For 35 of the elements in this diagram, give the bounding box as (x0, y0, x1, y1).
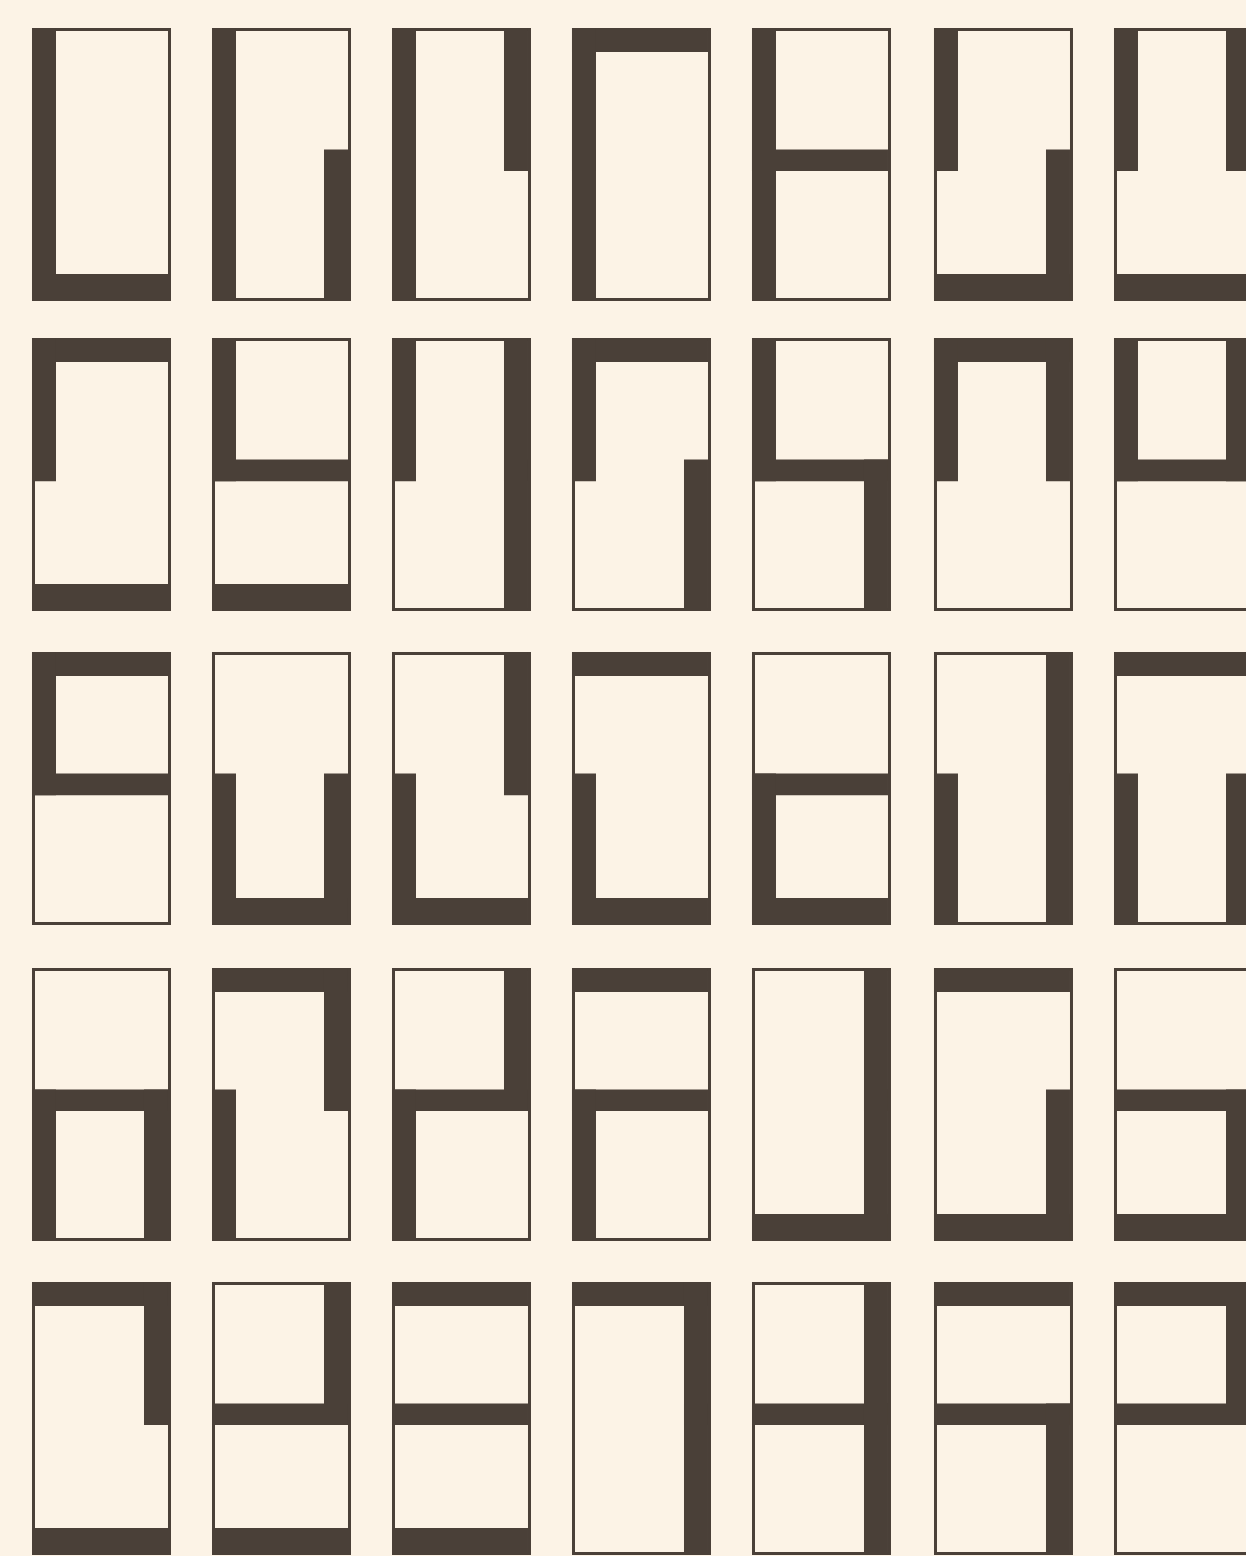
segment-box (1114, 1282, 1246, 1555)
segment-box (934, 338, 1073, 611)
segment-box (392, 338, 531, 611)
segment-box (752, 1282, 891, 1555)
segment-box (572, 338, 711, 611)
segment-box (1114, 338, 1246, 611)
segment-box (32, 28, 171, 301)
segment-box (212, 28, 351, 301)
segment-box (1114, 968, 1246, 1241)
segment-box (392, 968, 531, 1241)
segment-box (752, 652, 891, 925)
segment-box (1114, 652, 1246, 925)
segment-box (212, 652, 351, 925)
segment-box (752, 338, 891, 611)
segment-box (32, 652, 171, 925)
segment-box (212, 1282, 351, 1555)
segment-box (572, 1282, 711, 1555)
segment-box (212, 968, 351, 1241)
segment-box (1114, 28, 1246, 301)
segment-box (32, 1282, 171, 1555)
segment-box (32, 968, 171, 1241)
segment-box (32, 338, 171, 611)
segment-box (392, 1282, 531, 1555)
segment-box (934, 968, 1073, 1241)
segment-box (934, 1282, 1073, 1555)
segment-box (212, 338, 351, 611)
segment-box (392, 28, 531, 301)
segment-box (934, 28, 1073, 301)
segment-box (572, 968, 711, 1241)
segment-box (752, 28, 891, 301)
segment-box (934, 652, 1073, 925)
segment-box (572, 28, 711, 301)
segment-box (572, 652, 711, 925)
segment-box (392, 652, 531, 925)
segment-box (752, 968, 891, 1241)
